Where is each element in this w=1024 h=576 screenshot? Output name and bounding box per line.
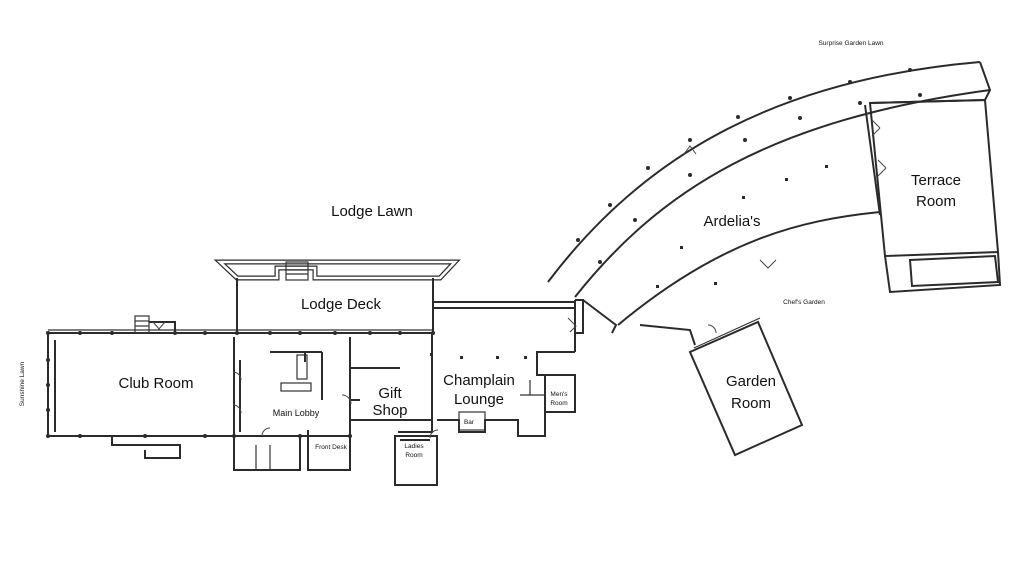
mens-room-label-2: Room [550, 400, 567, 407]
room-labels: Lodge Lawn Lodge Deck Club Room Main Lob… [19, 40, 961, 459]
lodge-lawn-label: Lodge Lawn [331, 203, 413, 220]
ladies-room-label-2: Room [405, 452, 422, 459]
garden-room-label-1: Garden [726, 373, 776, 390]
garden-room-label-2: Room [731, 395, 771, 412]
champlain-block [430, 299, 618, 437]
mens-room-label-1: Men's [550, 391, 568, 398]
deck-stairs [285, 261, 309, 281]
chefs-garden-label: Chef's Garden [783, 299, 825, 306]
lodge-deck [213, 259, 461, 333]
wall-posts [46, 331, 435, 438]
door-swings [152, 119, 887, 439]
lodge-deck-label: Lodge Deck [301, 296, 382, 313]
ardelias-label: Ardelia's [703, 213, 760, 230]
garden-room [688, 317, 804, 457]
terrace-room [864, 98, 1002, 294]
gift-shop-label-2: Shop [372, 402, 407, 419]
champlain-label-2: Lounge [454, 391, 504, 408]
surprise-garden-lawn-label: Surprise Garden Lawn [818, 40, 883, 47]
club-room-label: Club Room [118, 375, 193, 392]
sunshine-lawn-label: Sunshine Lawn [19, 361, 26, 406]
ardelias-posts [576, 68, 922, 288]
terrace-room-label-2: Room [916, 193, 956, 210]
ladies-room-label-1: Ladies [404, 443, 424, 450]
front-desk-label: Front Desk [315, 444, 348, 451]
main-lobby-label: Main Lobby [273, 408, 320, 418]
champlain-label-1: Champlain [443, 372, 515, 389]
terrace-room-label-1: Terrace [911, 172, 961, 189]
gift-shop-label-1: Gift [378, 385, 402, 402]
main-building [47, 315, 438, 486]
bar-label: Bar [464, 419, 475, 426]
